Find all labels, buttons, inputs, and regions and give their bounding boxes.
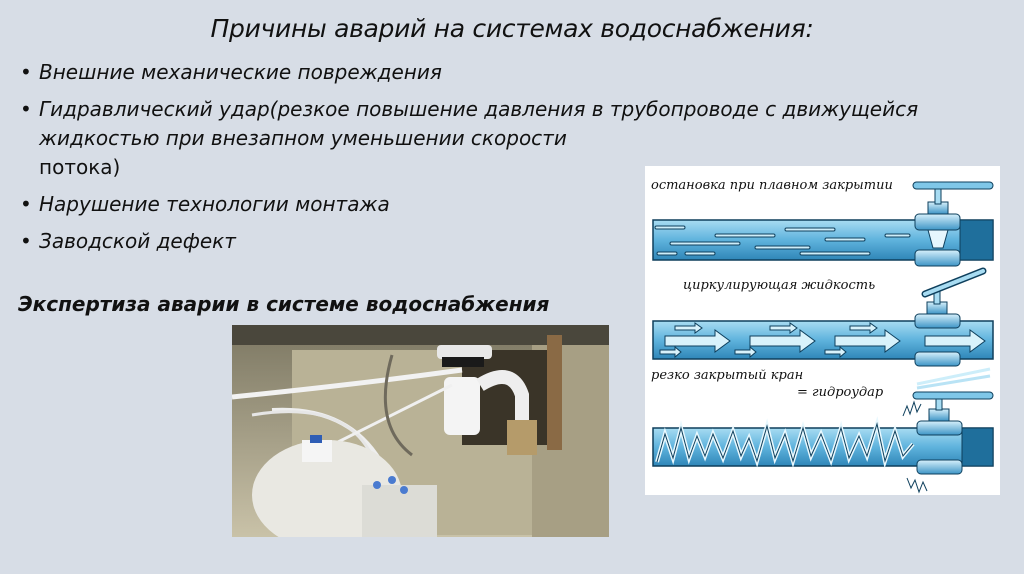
pipe-diagram-graphics xyxy=(652,181,994,494)
bullet-item: • Внешние механические повреждения xyxy=(18,58,948,87)
label-smooth-close: остановка при плавном закрытии xyxy=(651,178,893,193)
bullet-icon: • xyxy=(20,229,32,253)
bullet-item: • Заводской дефект xyxy=(18,227,948,256)
label-sharp-close: резко закрытый кран xyxy=(651,368,804,383)
pipe-circulating xyxy=(652,267,994,367)
bullet-item: • Гидравлический удар(резкое повышение д… xyxy=(18,95,948,182)
bullet-icon: • xyxy=(20,60,32,84)
label-water-hammer: = гидроудар xyxy=(797,385,884,400)
subheading: Экспертиза аварии в системе водоснабжени… xyxy=(18,292,550,316)
bullet-text: Гидравлический удар(резкое повышение дав… xyxy=(39,97,919,150)
sink-photo xyxy=(232,325,609,537)
plumbing-photo-illustration xyxy=(232,325,609,537)
bullet-text-tail: потока) xyxy=(39,155,121,179)
bullet-text: Заводской дефект xyxy=(39,229,236,253)
bullet-icon: • xyxy=(20,97,32,121)
pipe-water-hammer xyxy=(652,367,994,494)
bullet-text: Нарушение технологии монтажа xyxy=(39,192,390,216)
pipe-smooth-close xyxy=(652,181,994,267)
causes-list: • Внешние механические повреждения • Гид… xyxy=(18,58,948,264)
label-circulating: циркулирующая жидкость xyxy=(683,278,876,293)
bullet-icon: • xyxy=(20,192,32,216)
water-hammer-diagram: остановка при плавном закрытии циркулиру… xyxy=(645,166,1000,495)
bullet-text: Внешние механические повреждения xyxy=(39,60,442,84)
slide-title: Причины аварий на системах водоснабжения… xyxy=(210,14,814,43)
bullet-item: • Нарушение технологии монтажа xyxy=(18,190,948,219)
